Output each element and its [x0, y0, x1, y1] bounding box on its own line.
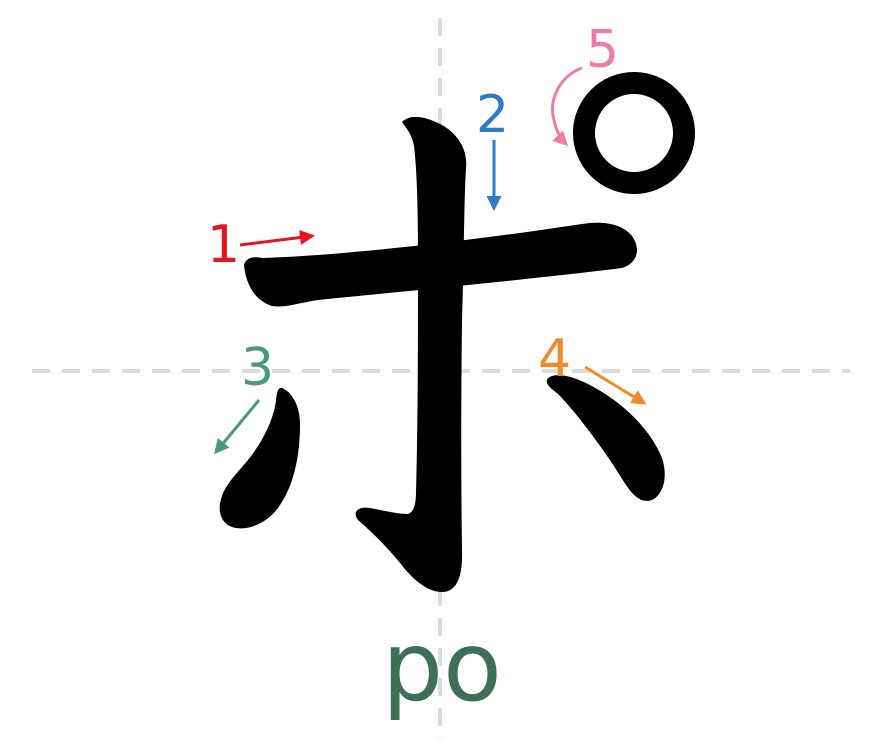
stroke-number-3: 3	[241, 338, 274, 398]
glyph-stroke-4	[546, 375, 665, 501]
stroke-5-arrow	[551, 66, 583, 147]
glyph	[219, 72, 695, 593]
stroke-number-2: 2	[476, 85, 509, 145]
stroke-4-arrow	[584, 365, 647, 405]
stroke-3-arrow	[214, 399, 261, 455]
stroke-number-4: 4	[538, 329, 571, 389]
stroke-1-arrow	[239, 230, 315, 247]
romaji-label: po	[382, 611, 502, 723]
glyph-stroke-3	[219, 387, 300, 529]
glyph-stroke-2	[355, 116, 467, 593]
glyph-stroke-5	[573, 72, 695, 194]
stroke-number-1: 1	[207, 215, 240, 275]
stroke-number-5: 5	[586, 20, 619, 80]
